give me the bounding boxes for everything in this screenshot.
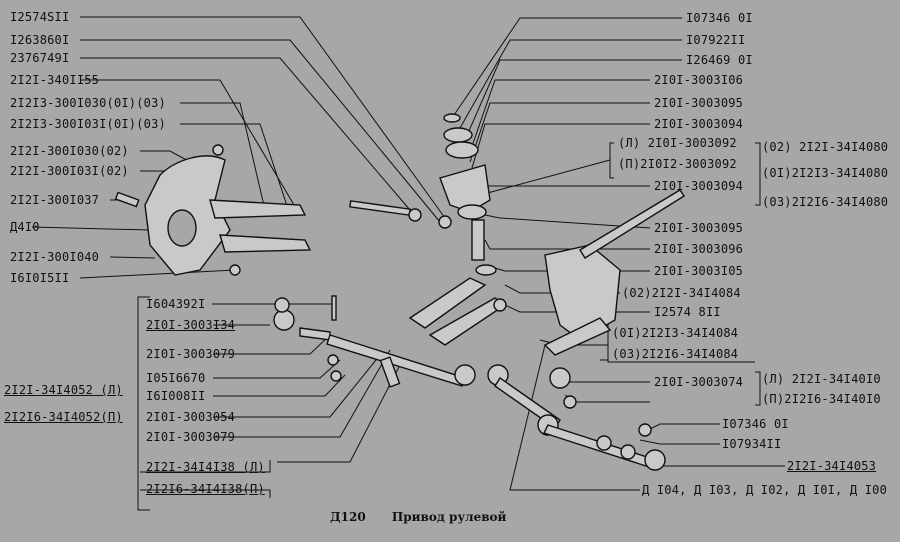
label-c7: 2I2I-34I4I38 (Л) — [146, 460, 265, 474]
label-fl1: 2I2I6-34I4052(П) — [4, 410, 123, 424]
label-c1: 2I0I-3003I34 — [146, 318, 236, 332]
pendulum-bushing-2 — [445, 141, 479, 159]
label-fr3-text: (Л) 2I2I-34I40I0 — [762, 372, 881, 386]
label-fr1-text: (0I)2I2I3-34I4080 — [762, 166, 889, 180]
label-r2: I26469 0I — [686, 53, 753, 67]
washer-center — [330, 370, 342, 382]
pitman-arm — [543, 317, 612, 356]
pendulum-arm-1 — [408, 277, 487, 329]
label-l6: 2I2I-300I030(02) — [10, 144, 129, 158]
label-l8: 2I2I-300I037 — [10, 193, 100, 207]
clamp-2 — [620, 444, 636, 460]
label-r6: (Л) 2I0I-3003092 — [618, 136, 737, 150]
label-c0: I604392I — [146, 297, 206, 311]
label-r8: 2I0I-3003094 — [654, 179, 744, 193]
washer — [408, 208, 422, 222]
label-r14: (0I)2I2I3-34I4084 — [612, 326, 739, 340]
label-l4: 2I2I3-300I030(0I)(03) — [10, 96, 166, 110]
nut-pendulum — [493, 298, 507, 312]
label-r3: 2I0I-3003I06 — [654, 73, 744, 87]
nut-right — [638, 423, 652, 437]
steering-arm-lower — [219, 234, 312, 253]
bolt-vertical — [331, 295, 337, 321]
ball-joint-right-top — [549, 367, 571, 389]
washer-top — [212, 144, 224, 156]
ball-joint-end — [644, 449, 666, 471]
caption-code: Д120 — [330, 510, 366, 524]
label-fr3: (Л) 2I2I-34I40I0 — [762, 372, 881, 386]
center-link — [326, 334, 466, 387]
label-c8: 2I2I6-34I4I38(П) — [146, 482, 265, 496]
label-r19: 2I2I-34I4053 — [787, 459, 877, 473]
label-r1: I07922II — [686, 33, 746, 47]
label-r10: 2I0I-3003096 — [654, 242, 744, 256]
bolt — [349, 200, 411, 216]
label-l0: I2574SII — [10, 10, 70, 24]
label-l3: 2I2I-340II55 — [10, 73, 100, 87]
label-c6: 2I0I-3003079 — [146, 430, 236, 444]
label-fr0-text: (02) 2I2I-34I4080 — [762, 140, 889, 154]
nut-small — [229, 264, 241, 276]
label-c2: 2I0I-3003079 — [146, 347, 236, 361]
label-fr0: (02) 2I2I-34I4080 — [762, 140, 888, 154]
bolt-small — [114, 191, 140, 208]
label-c4: I6I008II — [146, 389, 206, 403]
label-fr4: (П)2I2I6-34I40I0 — [762, 392, 881, 406]
label-r18: I07934II — [722, 437, 782, 451]
label-r20: Д I04, Д I03, Д I02, Д I0I, Д I00 — [642, 483, 888, 497]
label-fr2-text: (03)2I2I6-34I4080 — [762, 195, 889, 209]
label-fr2: (03)2I2I6-34I4080 — [762, 195, 888, 209]
label-r13: I2574 8II — [654, 305, 721, 319]
pendulum-cap — [443, 113, 461, 123]
label-l7: 2I2I-300I03I(02) — [10, 164, 129, 178]
ball-joint-left — [273, 309, 295, 331]
tie-rod-left — [299, 327, 331, 341]
label-l9: Д4I0 — [10, 220, 40, 234]
figure-caption: Д120 Привод рулевой — [330, 510, 528, 524]
pendulum-washer — [475, 264, 497, 276]
steering-gear-box — [544, 244, 621, 341]
clamp-1 — [596, 435, 612, 451]
label-r4: 2I0I-3003095 — [654, 96, 744, 110]
adjusting-sleeve — [379, 356, 401, 388]
caption-title: Привод рулевой — [391, 510, 507, 524]
label-r5: 2I0I-3003094 — [654, 117, 744, 131]
label-r12: (02)2I2I-34I4084 — [622, 286, 741, 300]
steering-shaft — [579, 189, 685, 259]
ball-joint-center — [454, 364, 476, 386]
label-fr4-text: (П)2I2I6-34I40I0 — [762, 392, 881, 406]
label-fr1: (0I)2I2I3-34I4080 — [762, 166, 888, 180]
label-l10: 2I2I-300I040 — [10, 250, 100, 264]
label-r15: (03)2I2I6-34I4084 — [612, 347, 739, 361]
nut-center — [327, 354, 339, 366]
ball-joint-upper — [274, 297, 290, 313]
label-r11: 2I0I-3003I05 — [654, 264, 744, 278]
label-c5: 2I0I-3003054 — [146, 410, 236, 424]
pendulum-bracket — [439, 164, 491, 213]
nut-end — [563, 395, 577, 409]
pendulum-bushing-1 — [443, 127, 473, 143]
label-r9: 2I0I-3003095 — [654, 221, 744, 235]
label-r7: (П)2I0I2-3003092 — [618, 157, 737, 171]
label-fl0: 2I2I-34I4052 (Л) — [4, 383, 123, 397]
label-r0: I07346 0I — [686, 11, 753, 25]
steering-arm-upper — [209, 199, 307, 219]
label-l5: 2I2I3-300I03I(0I)(03) — [10, 117, 166, 131]
label-c3: I05I6670 — [146, 371, 206, 385]
label-r16: 2I0I-3003074 — [654, 375, 744, 389]
steering-parts — [114, 113, 685, 471]
pendulum-bushing-3 — [457, 204, 487, 220]
knuckle-hole — [167, 209, 197, 247]
label-l1: I263860I — [10, 33, 70, 47]
label-r17: I07346 0I — [722, 417, 789, 431]
nut — [438, 215, 452, 229]
label-l2: 2376749I — [10, 51, 70, 65]
pendulum-shaft — [471, 219, 485, 261]
label-l11: I6I0I5II — [10, 271, 70, 285]
